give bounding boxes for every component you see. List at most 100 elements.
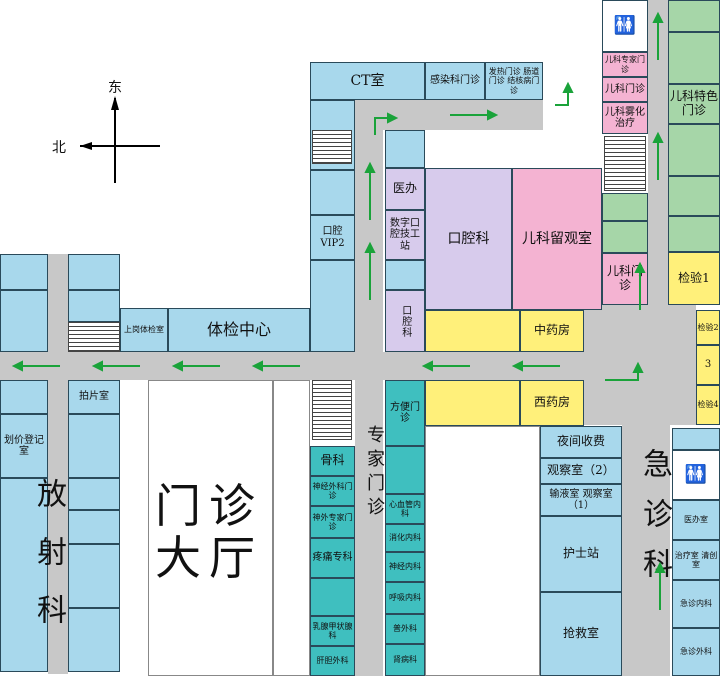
er-lower-corridor (622, 420, 670, 676)
room-digestive: 消化内科 (385, 524, 425, 552)
label-hall: 门诊大厅 (155, 479, 263, 585)
room-digital-oral: 数字口腔技工站 (385, 210, 425, 260)
arrow-icon (487, 109, 499, 121)
room-green-2 (668, 32, 720, 84)
room-hall-right (273, 380, 310, 676)
room-nurse-station: 护士站 (540, 516, 622, 592)
arrow-icon (511, 360, 523, 372)
room-green-small-2 (602, 221, 648, 253)
room-left-3 (68, 254, 120, 290)
compass-icon (80, 96, 160, 183)
room-green-small-1 (602, 193, 648, 221)
room-rad-5 (68, 608, 120, 672)
stairs-left (68, 322, 120, 352)
room-lab1: 检验1 (668, 252, 720, 305)
room-pricing: 划价登记室 (0, 414, 48, 478)
room-oral-vip: 口腔VIP2 (310, 215, 355, 260)
room-film: 拍片室 (68, 380, 120, 414)
room-ct: CT室 (310, 62, 425, 100)
room-left-2 (0, 290, 48, 352)
room-er-surgery: 急诊外科 (672, 628, 720, 676)
room-neuro-internal: 神经内科 (385, 552, 425, 582)
room-nephro: 肾病科 (385, 644, 425, 676)
room-lab4: 检验4 (696, 385, 720, 425)
room-yellow-2 (425, 380, 520, 426)
room-rad-3 (68, 510, 120, 544)
room-green-3 (668, 124, 720, 176)
room-oral-dept: 口腔科 (425, 168, 512, 310)
room-green-5 (668, 216, 720, 252)
room-er-treat: 治疗室 清创室 (672, 540, 720, 580)
left-corridor (48, 254, 68, 674)
arrow-icon (387, 112, 399, 124)
room-night-fee: 夜间收费 (540, 426, 622, 458)
room-yiban: 医办 (385, 168, 425, 210)
room-center-top (385, 130, 425, 168)
arrow-icon (652, 11, 664, 23)
room-rad-4 (68, 544, 120, 608)
arrow-icon (654, 561, 666, 573)
room-restroom-top: 🚻 (602, 0, 648, 52)
room-western-pharmacy: 西药房 (520, 380, 584, 426)
room-rescue: 抢救室 (540, 592, 622, 676)
arrow-icon (251, 360, 263, 372)
room-respiratory: 呼吸内科 (385, 582, 425, 614)
arrow-icon (171, 360, 183, 372)
room-white-block (425, 426, 540, 676)
er-corridor (584, 305, 696, 425)
label-expert: 专家门诊 (364, 425, 385, 521)
label-radiology: 放射科 (31, 478, 66, 652)
room-peds-obs: 儿科留观室 (512, 168, 602, 310)
room-transfusion: 输液室 观察室（1） (540, 484, 622, 516)
stairs-hall (312, 380, 352, 440)
room-green-1 (668, 0, 720, 32)
room-upstairs-checkup: 上岗体检室 (120, 308, 168, 352)
room-peds-clinic-top: 儿科门诊 (602, 77, 648, 102)
room-left-small-2 (310, 260, 355, 352)
room-left-small-1 (310, 170, 355, 215)
room-hepatobiliary: 肝胆外科 (310, 646, 355, 676)
room-infect: 感染科门诊 (425, 62, 485, 100)
arrow-icon (364, 241, 376, 253)
room-fever: 发热门诊 肠道门诊 结核病门诊 (485, 62, 543, 100)
stairs-right (604, 136, 646, 191)
stairs-top (312, 130, 352, 164)
arrow-icon (562, 81, 574, 93)
room-tcm-pharmacy: 中药房 (520, 310, 584, 352)
room-rad-2 (68, 478, 120, 510)
arrow-icon (652, 131, 664, 143)
room-rad-1 (68, 414, 120, 478)
arrow-icon (364, 161, 376, 173)
room-center-small (385, 260, 425, 290)
room-peds-special: 儿科特色门诊 (668, 84, 720, 124)
compass-east: 东 (108, 80, 122, 96)
room-orthopedics: 骨科 (310, 446, 355, 476)
arrow-icon (91, 360, 103, 372)
arrow-icon (421, 360, 433, 372)
room-yellow-1 (425, 310, 520, 352)
room-obs2: 观察室（2） (540, 458, 622, 484)
room-left-4 (68, 290, 120, 322)
room-neurosurg: 神经外科门诊 (310, 476, 355, 506)
arrow-icon (634, 261, 646, 273)
room-center-empty (310, 578, 355, 616)
arrow-icon (632, 361, 644, 373)
room-rad-top (0, 380, 48, 414)
room-checkup-center: 体检中心 (168, 308, 310, 352)
room-cardio: 心血管内科 (385, 494, 425, 524)
room-lab2: 检验2 (696, 310, 720, 345)
room-teal-empty (385, 446, 425, 494)
room-peds-expert: 儿科专家门诊 (602, 52, 648, 77)
compass-north: 北 (52, 140, 66, 156)
arrow-icon (11, 360, 23, 372)
room-general: 普外科 (385, 614, 425, 644)
room-breast: 乳腺甲状腺科 (310, 616, 355, 646)
room-rad-main (0, 478, 48, 672)
room-peds-nebulizer: 儿科雾化治疗 (602, 102, 648, 134)
room-pain: 疼痛专科 (310, 538, 355, 578)
room-oral-small: 口腔科 (385, 290, 425, 352)
room-left-1 (0, 254, 48, 290)
room-convenience: 方便门诊 (385, 380, 425, 446)
